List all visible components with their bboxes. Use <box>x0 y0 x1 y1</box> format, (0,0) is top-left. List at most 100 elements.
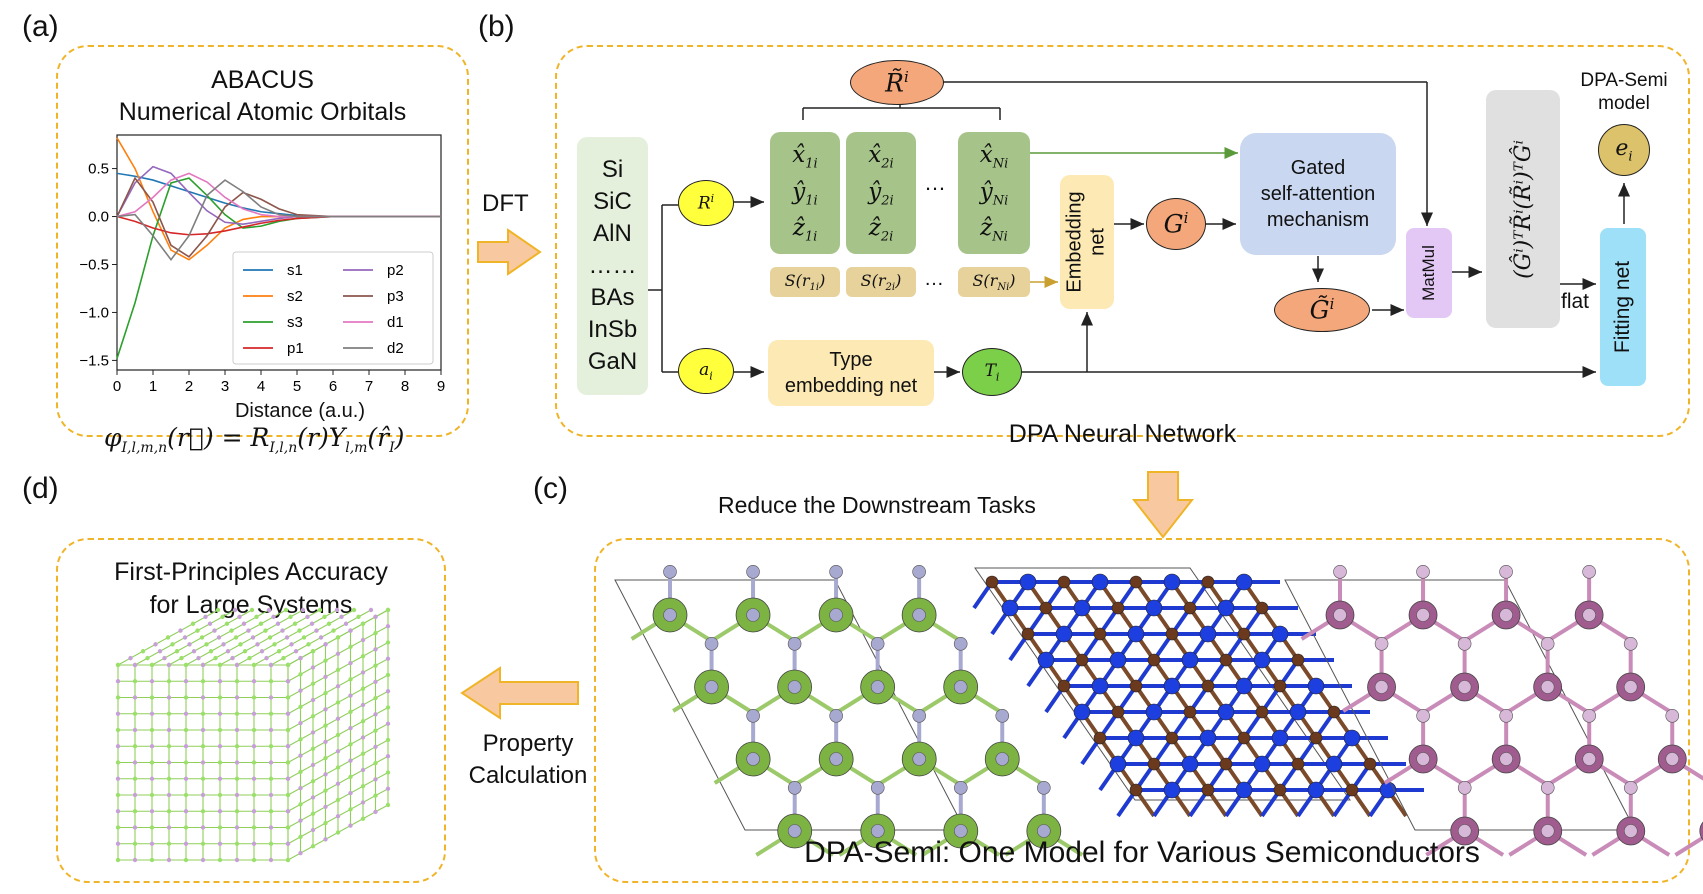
panel-label-b: (b) <box>478 10 515 43</box>
g-node: Gi <box>1146 198 1206 250</box>
model-label: DPA-Semi model <box>1564 70 1684 116</box>
x-axis-label: Distance (a.u.) <box>234 400 366 422</box>
y-tick-label: −1.5 <box>79 352 109 369</box>
s-term-n: S(rNi) <box>958 267 1030 297</box>
formula-phi-sub: I,l,m,n <box>121 440 168 456</box>
material-item: InSb <box>587 315 638 343</box>
panel-d-title-1: First-Principles Accuracy <box>114 558 388 586</box>
panel-d-frame <box>56 538 446 883</box>
structure-sic <box>614 564 1084 857</box>
structure-bas <box>1284 564 1703 857</box>
formula-y-sub: l,m <box>345 440 368 456</box>
plot-frame <box>116 134 442 371</box>
y-tick-label: −0.5 <box>79 256 109 273</box>
x-tick-label: 7 <box>365 378 373 395</box>
e-node: ei <box>1598 124 1650 176</box>
material-item: Si <box>601 156 624 184</box>
product-box: (Ĝⁱ)ᵀR̃ⁱ(R̃ⁱ)ᵀĜⁱ <box>1486 90 1560 328</box>
property-label: Property Calculation <box>448 728 608 793</box>
panel-d-title-2: for Large Systems <box>149 590 353 619</box>
panel-a-frame <box>56 45 469 437</box>
material-item: BAs <box>590 283 635 311</box>
material-item: SiC <box>593 188 632 216</box>
crystal-lattice <box>115 607 391 863</box>
legend-label-s1: s1 <box>287 262 303 279</box>
gated-attention-box: Gated self-attention mechanism <box>1240 133 1396 255</box>
model-label-2: model <box>1598 92 1650 114</box>
s-term-2: S(r2i) <box>846 267 916 297</box>
r-tilde-node: R̃i <box>850 60 944 105</box>
y-tick-label: 0.0 <box>88 209 109 226</box>
dft-label: DFT <box>482 190 529 217</box>
y-tick-label: −1.0 <box>79 304 109 321</box>
dft-arrow <box>477 228 542 276</box>
x-tick-label: 8 <box>401 378 409 395</box>
legend-box <box>232 251 434 365</box>
y-tick-label: 0.5 <box>88 161 109 178</box>
panel-b-frame <box>555 45 1690 437</box>
type-embed-label-1: Type <box>829 349 873 371</box>
x-tick-label: 9 <box>437 378 445 395</box>
property-label-1: Property <box>482 730 574 757</box>
property-label-2: Calculation <box>468 762 588 790</box>
r-node: Ri <box>678 180 734 226</box>
gated-label-1: Gated <box>1290 157 1346 179</box>
panel-label-d: (d) <box>22 472 59 505</box>
panel-b-caption: DPA Neural Network <box>1008 420 1237 448</box>
type-embed-label-2: embedding net <box>784 375 918 397</box>
legend-label-s2: s2 <box>287 288 303 305</box>
coord-ellipsis: … <box>924 170 946 195</box>
legend-label-d2: d2 <box>387 340 404 357</box>
panel-label-a: (a) <box>22 10 59 43</box>
panel-c-caption: DPA-Semi: One Model for Various Semicond… <box>804 836 1480 869</box>
structure-gan <box>972 567 1424 818</box>
material-item: GaN <box>587 347 638 375</box>
property-arrow <box>460 666 579 720</box>
legend-label-p1: p1 <box>287 340 304 357</box>
panel-c-frame <box>594 538 1690 883</box>
t-node: Ti <box>962 348 1022 396</box>
legend-label-s3: s3 <box>287 314 303 331</box>
panel-label-c: (c) <box>533 472 568 505</box>
x-tick-label: 4 <box>257 378 265 395</box>
x-tick-label: 6 <box>329 378 337 395</box>
legend-label-d1: d1 <box>387 314 404 331</box>
series-line-d2 <box>116 179 441 262</box>
a-node: ai <box>678 348 734 394</box>
reduce-label: Reduce the Downstream Tasks <box>718 492 1036 518</box>
model-label-1: DPA-Semi <box>1580 70 1668 91</box>
coord-column-n: x̂Ni ŷNi ẑNi <box>958 132 1030 254</box>
x-tick-label: 5 <box>293 378 301 395</box>
formula: φI,l,m,n(r⃗) = RI,l,n(r)Yl,m(r̂I) <box>104 423 405 456</box>
flat-label: flat <box>1561 290 1590 313</box>
x-tick-label: 2 <box>185 378 193 395</box>
material-item: AlN <box>593 220 632 248</box>
legend-label-p2: p2 <box>387 262 404 279</box>
legend-label-p3: p3 <box>387 288 404 305</box>
material-item: …… <box>588 252 637 280</box>
materials-list: Si SiC AlN …… BAs InSb GaN <box>577 137 648 395</box>
x-tick-label: 3 <box>221 378 229 395</box>
formula-phi: φ <box>104 423 122 452</box>
type-embedding-box: Type embedding net <box>768 340 934 406</box>
panel-d-title: First-Principles Accuracy for Large Syst… <box>56 556 446 621</box>
panel-a-title-2: Numerical Atomic Orbitals <box>118 98 407 126</box>
coord-column-2: x̂2i ŷ2i ẑ2i <box>846 132 916 254</box>
panel-a-title-1: ABACUS <box>211 66 314 94</box>
fitting-net-box: Fitting net <box>1600 228 1646 386</box>
gated-label-2: self-attention <box>1260 183 1376 205</box>
gated-label-3: mechanism <box>1266 209 1370 231</box>
matmul-box: MatMul <box>1406 228 1452 318</box>
x-tick-label: 1 <box>149 378 157 395</box>
coord-column-1: x̂1i ŷ1i ẑ1i <box>770 132 840 254</box>
formula-rhs: = R <box>221 423 270 452</box>
s-term-1: S(r1i) <box>770 267 840 297</box>
x-tick-label: 0 <box>113 378 121 395</box>
s-ellipsis: … <box>924 268 944 290</box>
embedding-net-box: Embedding net <box>1060 175 1114 309</box>
g-tilde-node: G̃i <box>1274 288 1370 332</box>
